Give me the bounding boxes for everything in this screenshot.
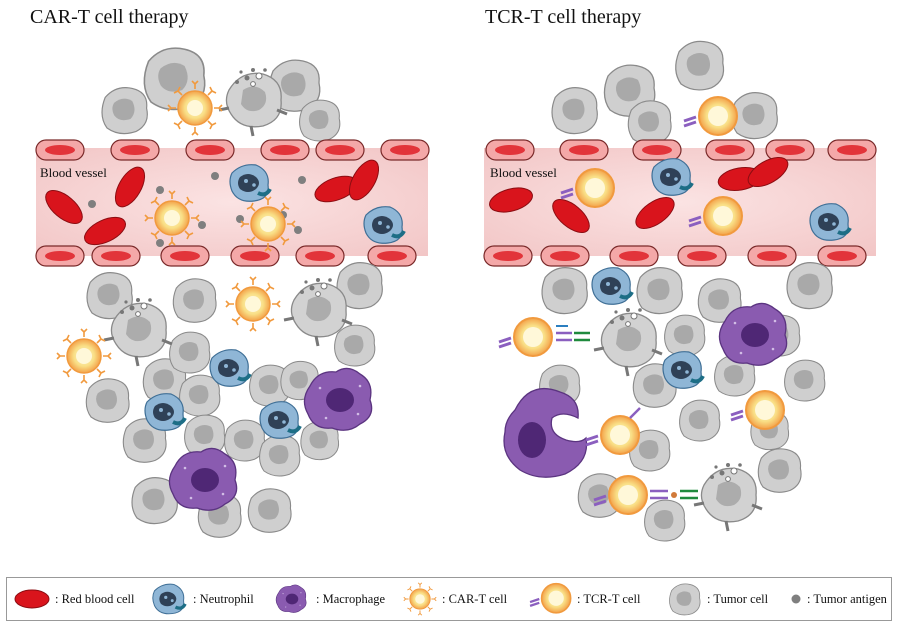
tcr-t-panel: Blood vessel xyxy=(483,40,877,542)
vessel-label-left: Blood vessel xyxy=(40,165,107,180)
tcr-t-cell xyxy=(497,316,590,358)
neutrophil xyxy=(143,391,187,433)
macrophage xyxy=(168,447,238,511)
red-blood-cell-icon xyxy=(14,589,50,609)
tumor-cell-icon xyxy=(669,583,701,616)
neutrophil xyxy=(808,201,852,243)
tcr-t-panel-title: TCR-T cell therapy xyxy=(485,6,642,28)
car-t-panel: Blood vessel xyxy=(35,47,430,538)
tumor-cells-upper-right xyxy=(551,40,778,145)
legend-label: : Red blood cell xyxy=(55,591,135,606)
car-t-cell xyxy=(56,328,112,384)
tcr-t-cell-icon xyxy=(528,582,572,614)
legend-item-car-t-cell: : CAR-T cell xyxy=(402,578,507,620)
legend-item-red-blood-cell: : Red blood cell xyxy=(13,578,135,620)
neutrophil-icon xyxy=(151,582,187,616)
legend-label: : Tumor cell xyxy=(707,591,769,606)
car-t-cell-icon xyxy=(403,582,437,616)
neutrophil xyxy=(228,162,272,204)
neutrophil xyxy=(650,156,694,198)
neutrophil xyxy=(590,265,634,307)
legend-label: : Macrophage xyxy=(316,591,386,606)
legend-item-tcr-t-cell: : TCR-T cell xyxy=(527,578,640,620)
tcr-t-cell xyxy=(584,407,641,456)
neutrophil xyxy=(208,347,252,389)
tcr-t-cell xyxy=(592,474,698,516)
legend-label: : TCR-T cell xyxy=(577,591,641,606)
car-t-panel-title: CAR-T cell therapy xyxy=(30,6,189,28)
legend-label: : Neutrophil xyxy=(193,591,254,606)
legend-item-tumor-antigen: : Tumor antigen xyxy=(789,578,887,620)
legend-label: : CAR-T cell xyxy=(442,591,508,606)
car-t-cell xyxy=(225,276,281,332)
neutrophil xyxy=(362,204,406,246)
vessel-label-right: Blood vessel xyxy=(490,165,557,180)
legend-item-macrophage: : Macrophage xyxy=(272,578,385,620)
dying-tumor-cell xyxy=(692,461,764,533)
legend-label: : Tumor antigen xyxy=(807,591,887,606)
therapy-diagram: Blood vessel xyxy=(35,40,877,542)
tumor-cell xyxy=(299,99,341,142)
tumor-cell xyxy=(101,87,148,135)
macrophage-icon xyxy=(275,584,307,613)
tumor-antigen-icon xyxy=(791,594,801,604)
legend-item-neutrophil: : Neutrophil xyxy=(149,578,254,620)
tcr-t-cell xyxy=(682,95,739,137)
legend-item-tumor-cell: : Tumor cell xyxy=(667,578,768,620)
macrophage xyxy=(503,387,588,478)
tcr-t-cell xyxy=(729,389,786,431)
neutrophil xyxy=(661,349,705,391)
neutrophil xyxy=(258,399,302,441)
legend: : Red blood cell : Neutrophil : Macropha… xyxy=(6,577,892,621)
